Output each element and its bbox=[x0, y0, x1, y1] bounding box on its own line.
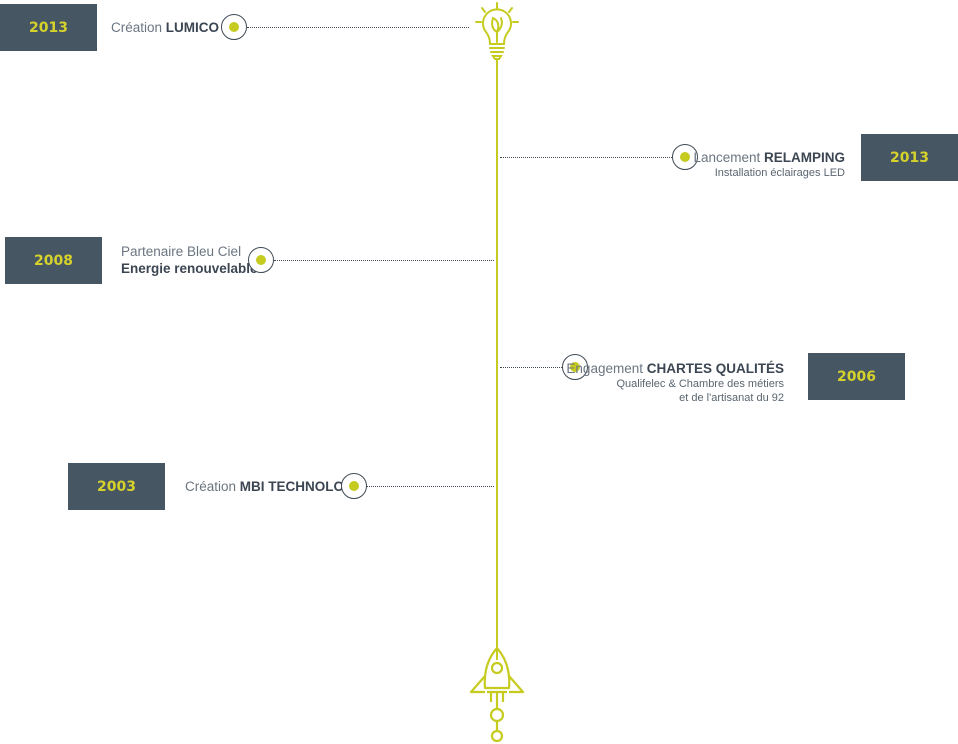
year-badge: 2013 bbox=[0, 4, 97, 51]
timeline-node bbox=[562, 354, 588, 380]
connector-line bbox=[500, 157, 672, 158]
rocket-icon bbox=[469, 646, 525, 743]
year-badge: 2006 bbox=[808, 353, 905, 400]
connector-line bbox=[274, 260, 494, 261]
year-badge: 2003 bbox=[68, 463, 165, 510]
lightbulb-leaf-icon bbox=[475, 2, 519, 60]
connector-line bbox=[247, 27, 469, 28]
event-label: Engagement CHARTES QUALITÉS Qualifelec &… bbox=[566, 361, 784, 404]
event-label: Création LUMICO bbox=[111, 20, 220, 35]
event-label: Lancement RELAMPING Installation éclaira… bbox=[693, 150, 845, 179]
timeline-node bbox=[672, 144, 698, 170]
timeline-spine bbox=[496, 60, 498, 660]
event-label: Création MBI TECHNOLOGY bbox=[185, 479, 364, 494]
timeline-node bbox=[341, 473, 367, 499]
year-badge: 2008 bbox=[5, 237, 102, 284]
timeline-node bbox=[248, 247, 274, 273]
timeline-node bbox=[221, 14, 247, 40]
connector-line bbox=[367, 486, 494, 487]
event-label: Partenaire Bleu Ciel Energie renouvelabl… bbox=[121, 244, 258, 276]
connector-line bbox=[500, 367, 562, 368]
year-badge: 2013 bbox=[861, 134, 958, 181]
